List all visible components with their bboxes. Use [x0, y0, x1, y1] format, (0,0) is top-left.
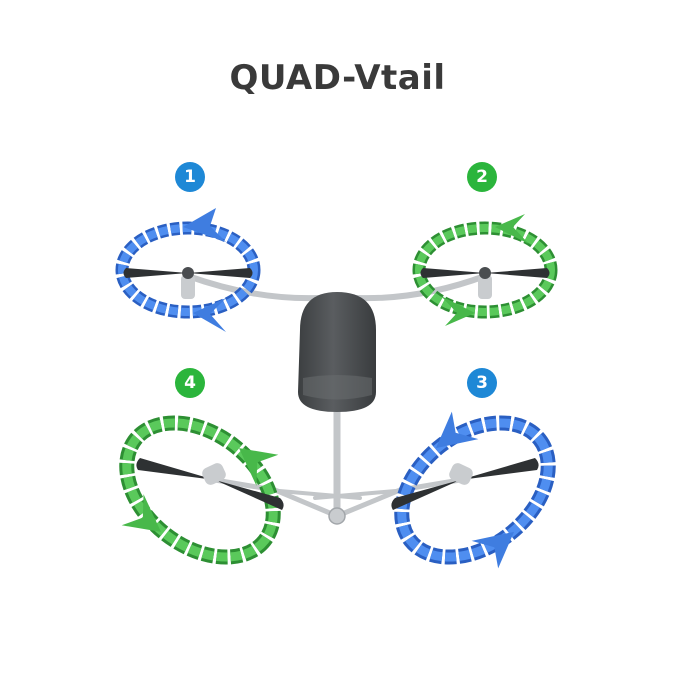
rotation-ring-4: [119, 415, 281, 565]
rotation-ring-3: [394, 411, 556, 569]
drone-body: [298, 292, 376, 412]
propeller-1: [123, 268, 253, 278]
front-right-arm: [354, 273, 488, 302]
front-left-arm: [185, 273, 321, 302]
propeller-2: [420, 268, 550, 278]
motor-mount-1: [181, 275, 195, 299]
rotation-ring-1: [115, 208, 261, 332]
motor-4: [119, 415, 284, 565]
propeller-3: [391, 458, 539, 510]
motor-1: [115, 208, 261, 332]
motor-mount-2: [478, 275, 492, 299]
motor-hub-2: [479, 267, 491, 279]
tail-joint: [328, 507, 346, 525]
motor-2-number-badge: 2: [467, 162, 497, 192]
rear-brace-right: [313, 488, 409, 500]
motor-hub-1: [182, 267, 194, 279]
motor-2: [412, 214, 558, 326]
diagram-title: QUAD-Vtail: [229, 58, 446, 98]
propeller-4: [136, 458, 284, 510]
motor-1-number-badge: 1: [175, 162, 205, 192]
motor-3-number-badge: 3: [467, 368, 497, 398]
motor-3: [391, 411, 556, 569]
motor-mount-4: [202, 463, 226, 485]
motor-4-number-badge: 4: [175, 368, 205, 398]
rotation-ring-2: [412, 214, 558, 326]
motor-mount-3: [449, 463, 473, 485]
